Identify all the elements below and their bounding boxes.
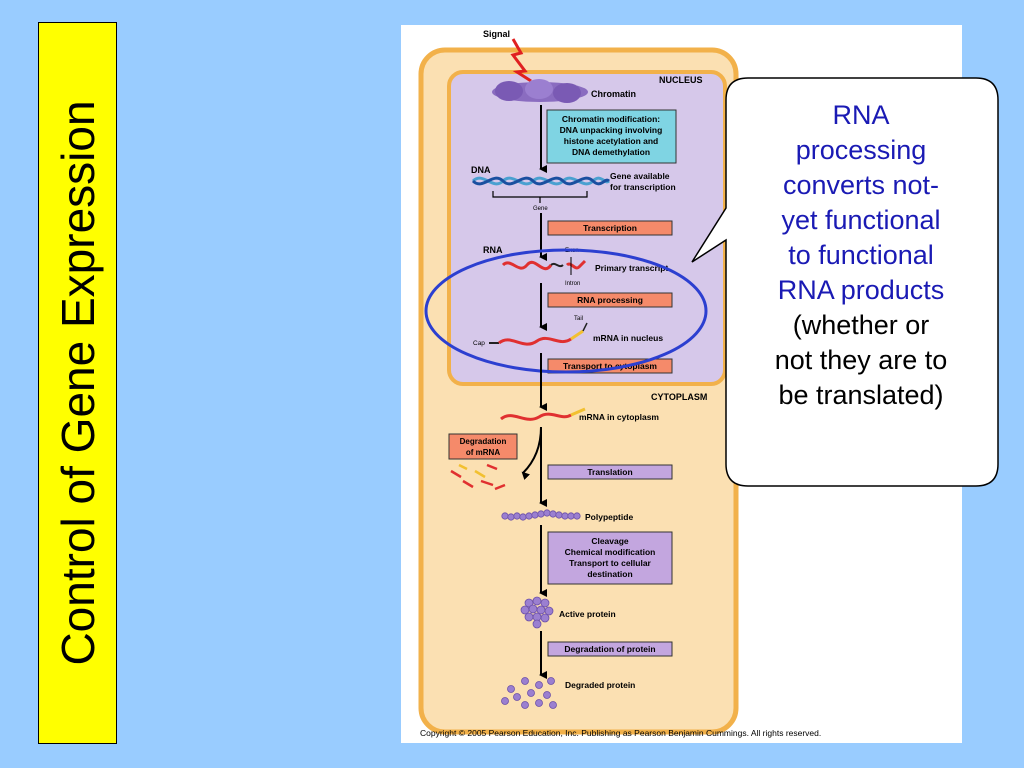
callout-text: RNA processing converts not- yet functio… bbox=[736, 98, 986, 413]
gene-bracket bbox=[492, 191, 588, 203]
degraded-protein-icon bbox=[501, 677, 557, 709]
cleavage-line-4: destination bbox=[587, 569, 632, 579]
callout-line-2: processing bbox=[795, 135, 927, 165]
tail-label: Tail bbox=[574, 316, 583, 322]
gene-available-line-1: Gene available bbox=[610, 171, 670, 181]
polypeptide-label: Polypeptide bbox=[585, 512, 633, 522]
primary-transcript-exon-1 bbox=[501, 260, 553, 271]
translation-box bbox=[547, 464, 673, 480]
degraded-mrna-fragments bbox=[450, 463, 506, 491]
callout-line-6: RNA products bbox=[777, 275, 945, 305]
tail-marker bbox=[582, 322, 588, 332]
primary-transcript-label: Primary transcript bbox=[595, 263, 668, 273]
active-protein-icon bbox=[520, 596, 554, 629]
active-protein-label: Active protein bbox=[559, 609, 616, 619]
gene-available-line-2: for transcription bbox=[610, 182, 676, 192]
translation-label: Translation bbox=[587, 467, 632, 477]
transcription-label: Transcription bbox=[583, 223, 637, 233]
degradation-protein-label: Degradation of protein bbox=[564, 644, 655, 654]
primary-transcript-exon-2 bbox=[565, 259, 587, 270]
callout-line-1: RNA bbox=[832, 100, 890, 130]
polya-tail bbox=[570, 407, 586, 417]
mrna-cytoplasm-strand bbox=[500, 412, 572, 421]
callout-line-8: not they are to bbox=[774, 345, 948, 375]
degradation-protein-box bbox=[547, 641, 673, 657]
slide-title: Control of Gene Expression bbox=[51, 100, 104, 666]
nucleus-label: NUCLEUS bbox=[659, 75, 703, 85]
transport-label: Transport to cytoplasm bbox=[563, 361, 657, 371]
degradation-mrna-box bbox=[448, 433, 518, 460]
signal-bolt-icon bbox=[510, 38, 532, 83]
callout-line-3: converts not- bbox=[782, 170, 940, 200]
title-bar: Control of Gene Expression bbox=[38, 22, 117, 744]
cleavage-line-3: Transport to cellular bbox=[569, 558, 651, 568]
chromatin-box-line-2: DNA unpacking involving bbox=[560, 125, 663, 135]
rna-processing-box bbox=[547, 292, 673, 308]
dna-label: DNA bbox=[471, 165, 491, 175]
chromatin-box-line-1: Chromatin modification: bbox=[562, 114, 660, 124]
copyright-text: Copyright © 2005 Pearson Education, Inc.… bbox=[420, 728, 821, 738]
degraded-protein-label: Degraded protein bbox=[565, 680, 635, 690]
primary-transcript-intron bbox=[550, 262, 564, 268]
degradation-mrna-line-1: Degradation bbox=[460, 437, 507, 446]
chromatin-box-line-4: DNA demethylation bbox=[572, 147, 650, 157]
polya-tail bbox=[570, 329, 584, 341]
cleavage-line-1: Cleavage bbox=[591, 536, 629, 546]
chromatin-icon bbox=[492, 79, 588, 103]
callout-line-9: be translated) bbox=[778, 380, 944, 410]
degradation-mrna-line-2: of mRNA bbox=[466, 448, 500, 457]
cleavage-line-2: Chemical modification bbox=[565, 547, 656, 557]
transcription-box bbox=[547, 220, 673, 236]
rna-processing-label: RNA processing bbox=[577, 295, 643, 305]
cytoplasm-label: CYTOPLASM bbox=[651, 392, 707, 402]
polypeptide-icon bbox=[501, 509, 581, 521]
cap-label: Cap bbox=[473, 340, 485, 347]
chromatin-modification-box bbox=[546, 109, 677, 164]
intron-label: Intron bbox=[565, 281, 580, 287]
chromatin-box-line-3: histone acetylation and bbox=[564, 136, 658, 146]
gene-label: Gene bbox=[533, 206, 548, 212]
mrna-nucleus-strand bbox=[498, 336, 572, 346]
rna-label: RNA bbox=[483, 245, 503, 255]
dna-strand-b bbox=[471, 176, 611, 186]
cleavage-box bbox=[547, 531, 673, 585]
mrna-nucleus-label: mRNA in nucleus bbox=[593, 333, 663, 343]
chromatin-label: Chromatin bbox=[591, 89, 636, 99]
callout-line-5: to functional bbox=[788, 240, 934, 270]
callout-line-4: yet functional bbox=[781, 205, 941, 235]
signal-label: Signal bbox=[483, 29, 510, 39]
mrna-cytoplasm-label: mRNA in cytoplasm bbox=[579, 412, 659, 422]
callout-line-7: (whether or bbox=[792, 310, 930, 340]
